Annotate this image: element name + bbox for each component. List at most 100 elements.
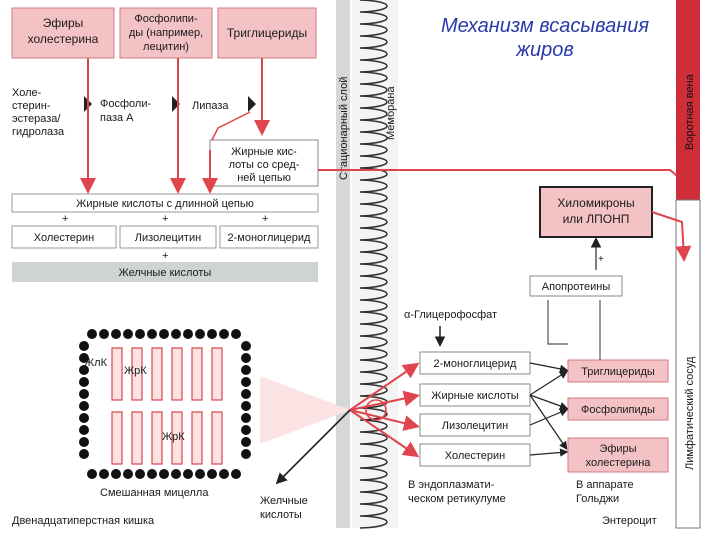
membrane-label: Мембрана [385, 86, 397, 140]
cholesterol-box [11, 225, 117, 249]
er-caption-2: ческом ретикулуме [408, 493, 506, 505]
bile-acids-out-1: Желчные [260, 495, 308, 507]
title-line-1: Механизм всасывания [441, 15, 649, 37]
lymph-vessel-label: Лимфатический сосуд [684, 356, 696, 470]
triglycerides-label: Триглицериды [227, 26, 307, 40]
er-items: 2-моноглицерид Жирные кислоты Лизолецити… [419, 351, 531, 467]
cholesterol-esterase-label-2: стерин- [12, 100, 51, 112]
stationary-layer-band [336, 0, 350, 528]
fatty-acid-bar [211, 347, 223, 401]
chylomicrons-label-2: или ЛПОНП [563, 212, 630, 226]
bile-acid-dot [123, 329, 133, 339]
line-golgi-bracket [547, 300, 568, 345]
phospholipids-label-1: Фосфолипи- [134, 13, 198, 25]
plus-2: + [162, 213, 168, 225]
bile-acid-dot [241, 353, 251, 363]
golgi-ce-box [567, 437, 669, 473]
er-to-golgi-arrows [529, 362, 569, 457]
long-chain-fa-box [11, 193, 319, 213]
bile-acid-dot [171, 329, 181, 339]
lipase-label: Липаза [192, 100, 229, 112]
bile-acid-dot [79, 437, 89, 447]
membrane-band [352, 0, 398, 528]
bile-acid-dot [241, 437, 251, 447]
bile-acid-dot [111, 329, 121, 339]
bile-acid-dot [159, 469, 169, 479]
bile-acid-dot [99, 329, 109, 339]
micelle-label-bile: ЖлК [84, 357, 108, 369]
cholesterol-esterase-label-1: Холе- [12, 87, 42, 99]
er-item-label-2: Жирные кислоты [431, 390, 518, 402]
fatty-acid-bar [151, 347, 163, 401]
fatty-acid-bar [191, 411, 203, 465]
triglycerides-box [217, 7, 317, 59]
bile-acid-dot [79, 377, 89, 387]
phospholipids-label-3: лецитин) [143, 41, 189, 53]
bile-acid-dot [79, 353, 89, 363]
bile-acid-dot [241, 341, 251, 351]
plus-apo: + [598, 254, 604, 265]
portal-vein-label: Воротная вена [684, 73, 696, 150]
bile-acid-dot [183, 329, 193, 339]
plus-3: + [262, 213, 268, 225]
chylomicrons-box [539, 186, 653, 238]
bile-acid-dot [207, 469, 217, 479]
mixed-micelle: ЖлК ЖрК ЖрК [79, 329, 251, 479]
golgi-ce-label-1: Эфиры [599, 443, 636, 455]
micelle-fatty-acid-bars [111, 347, 223, 465]
bile-acid-dot [79, 413, 89, 423]
er-caption-1: В эндоплазмати- [408, 479, 495, 491]
phospholipids-label-2: ды (например, [129, 27, 203, 39]
stationary-layer-label: Стационарный слой [338, 77, 350, 180]
cholesterol-esters-box [11, 7, 115, 59]
micelle-transfer-cone [260, 376, 350, 444]
bile-acid-dot [171, 469, 181, 479]
cholesterol-esterase-label-4: гидролаза [12, 126, 65, 138]
plus-1: + [62, 213, 68, 225]
bile-acid-dot [79, 425, 89, 435]
bile-acid-dot [111, 469, 121, 479]
bile-acid-dot [135, 469, 145, 479]
bile-acid-dot [231, 329, 241, 339]
arrow-tg-branch [211, 111, 251, 141]
bile-acid-dot [123, 469, 133, 479]
medium-chain-fa-label-3: ней цепью [237, 172, 291, 184]
micelle-label-fa-1: ЖрК [124, 365, 147, 377]
micelle-caption: Смешанная мицелла [100, 487, 209, 499]
cholesterol-esterase-label-3: эстераза/ [12, 113, 61, 125]
golgi-ce-label-2: холестерина [586, 457, 652, 469]
duodenum-label: Двенадцатиперстная кишка [12, 515, 155, 527]
bile-acid-dot [231, 469, 241, 479]
fatty-acid-bar [131, 411, 143, 465]
bile-acid-dot [207, 329, 217, 339]
arrow-bile-out [275, 409, 351, 485]
cholesterol-esters-label-2: холестерина [28, 32, 99, 46]
long-chain-fa-label: Жирные кислоты с длинной цепью [76, 198, 254, 210]
bile-acid-dot [241, 365, 251, 375]
monoglyceride-label: 2-моноглицерид [228, 232, 312, 244]
enzyme-triangle-3 [248, 96, 256, 112]
bile-acid-dot [159, 329, 169, 339]
fatty-acid-bar [111, 411, 123, 465]
fatty-acid-bar [211, 411, 223, 465]
bile-acid-dot [87, 469, 97, 479]
cholesterol-label: Холестерин [34, 232, 95, 244]
apoproteins-label: Апопротеины [542, 281, 611, 293]
bile-acid-dot [79, 401, 89, 411]
enterocyte-label: Энтероцит [602, 515, 657, 527]
golgi-tg-label: Триглицериды [581, 366, 655, 378]
lysolecithin-label: Лизолецитин [135, 232, 201, 244]
microvilli-wave [359, 0, 388, 529]
lysolecithin-box [119, 225, 217, 249]
bile-acid-dot [147, 329, 157, 339]
bile-acid-dot [241, 413, 251, 423]
fatty-acid-bar [111, 347, 123, 401]
bile-acid-dot [219, 469, 229, 479]
bile-acid-dot [241, 425, 251, 435]
fatty-acid-bar [151, 411, 163, 465]
golgi-caption-1: В аппарате [576, 479, 634, 491]
bile-acids-out-2: кислоты [260, 509, 302, 521]
bile-acid-dot [147, 469, 157, 479]
er-item-label-1: 2-моноглицерид [434, 358, 518, 370]
